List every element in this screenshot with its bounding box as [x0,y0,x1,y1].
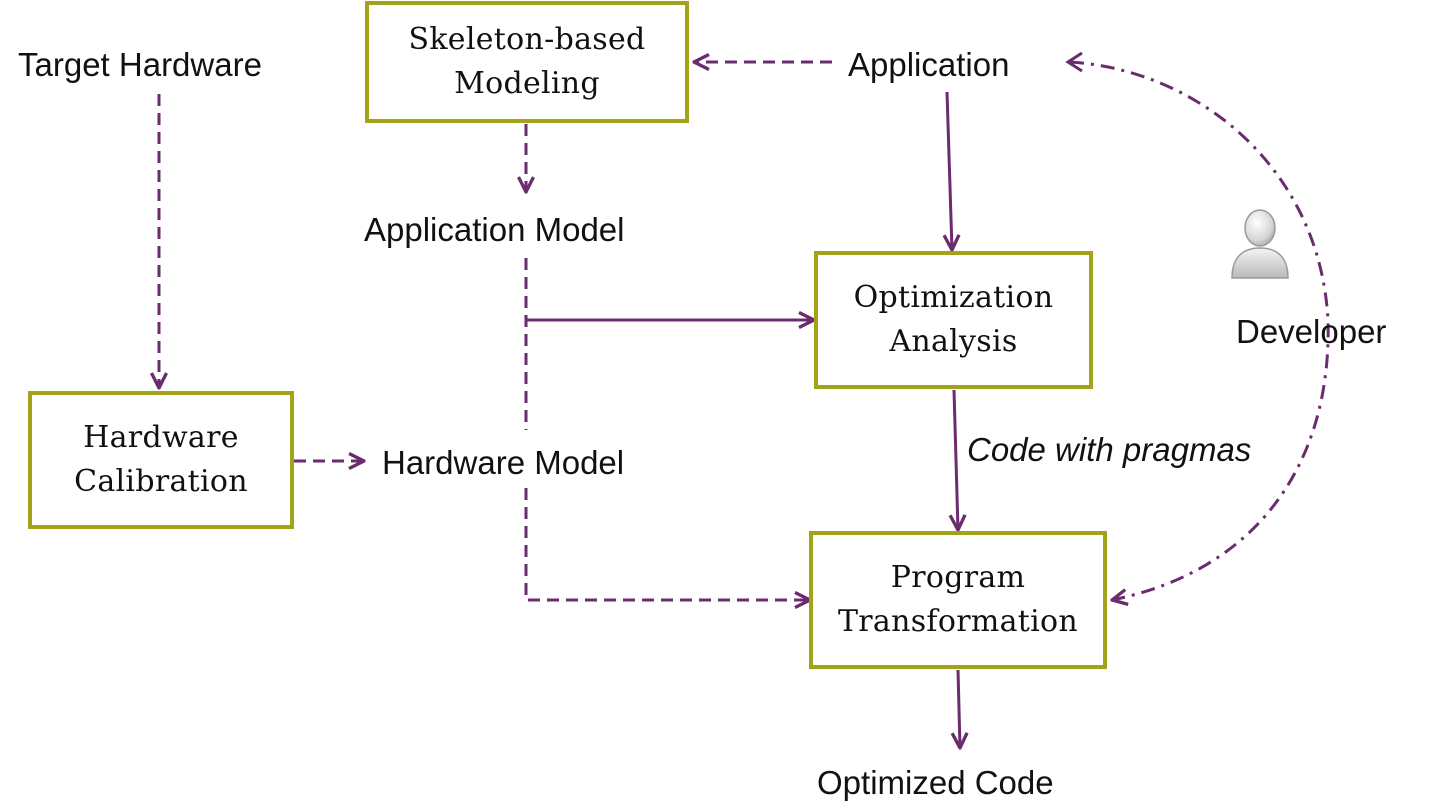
user-icon [1231,209,1289,279]
box-program-transformation-label: Program Transformation [837,560,1079,639]
box-program-transformation: Program Transformation [809,531,1107,669]
node-application-model: Application Model [364,211,625,248]
edge-hardware-model-to-program-transformation [524,488,810,600]
box-skeleton-based-modeling-label: Skeleton-based Modeling [408,22,646,101]
box-optimization-analysis-label: Optimization Analysis [853,280,1054,359]
developer-loop-top-arrowhead [1065,51,1083,73]
node-application: Application [848,46,1010,83]
edge-application-to-optimization-analysis [947,91,952,250]
box-hardware-calibration: Hardware Calibration [28,391,294,529]
edge-optimization-analysis-to-program-transformation [954,389,958,530]
node-hardware-model: Hardware Model [382,444,625,481]
edge-developer-loop [1069,60,1330,600]
box-skeleton-based-modeling: Skeleton-based Modeling [365,1,689,123]
node-target-hardware: Target Hardware [18,46,262,83]
box-optimization-analysis: Optimization Analysis [814,251,1093,389]
node-developer: Developer [1236,313,1387,350]
edge-program-transformation-to-optimized-code [958,669,960,748]
edge-label-code-with-pragmas: Code with pragmas [967,431,1252,468]
box-hardware-calibration-label: Hardware Calibration [74,420,248,499]
node-optimized-code: Optimized Code [817,764,1054,801]
